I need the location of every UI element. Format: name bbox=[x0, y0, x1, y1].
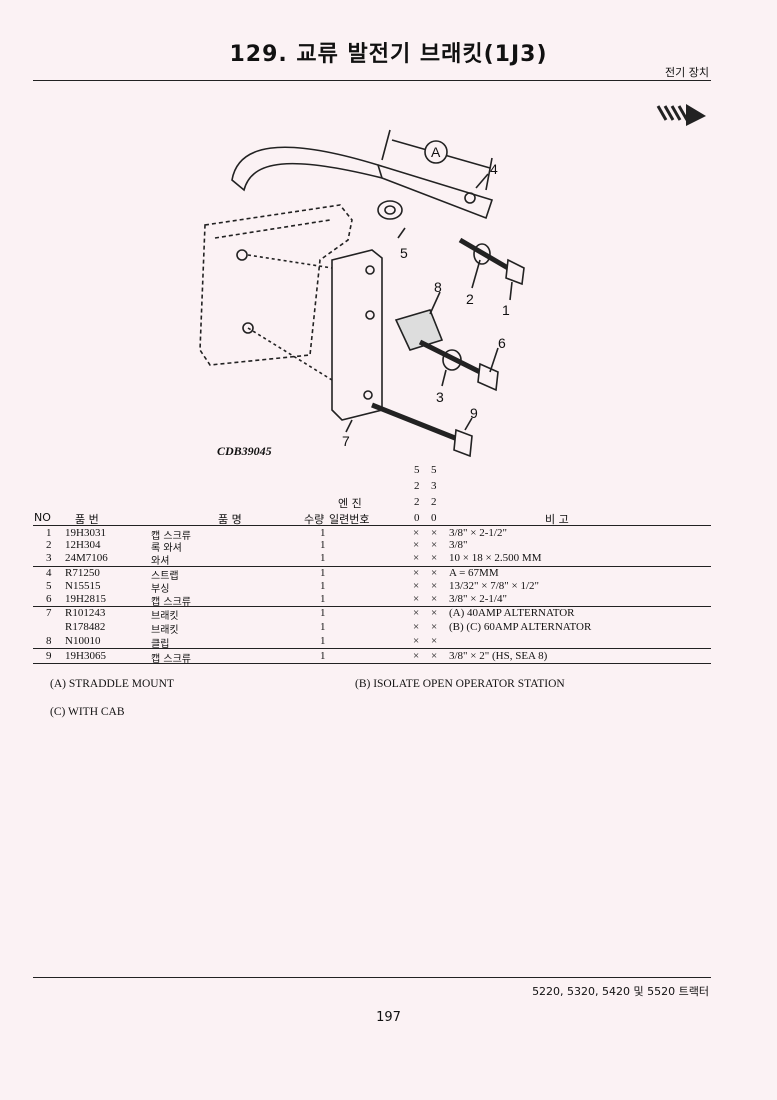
table-header-rule bbox=[33, 525, 711, 526]
callout-2: 2 bbox=[466, 291, 474, 307]
model-b-digit: 3 bbox=[431, 480, 437, 492]
model-b-digit: 0 bbox=[431, 512, 437, 524]
model-a-digit: 0 bbox=[414, 512, 420, 524]
model-b-digit: 5 bbox=[431, 464, 437, 476]
model-a-digit: 5 bbox=[414, 464, 420, 476]
row-group-rule bbox=[33, 566, 711, 567]
footer-rule bbox=[33, 977, 711, 978]
model-a-digit: 2 bbox=[414, 496, 420, 508]
callout-7: 7 bbox=[342, 433, 350, 449]
model-b-digit: 2 bbox=[431, 496, 437, 508]
model-a-digit: 2 bbox=[414, 480, 420, 492]
col-header-no: NO bbox=[34, 511, 51, 524]
note-c: (C) WITH CAB bbox=[50, 706, 125, 718]
dimension-a-label: A bbox=[431, 144, 441, 160]
figure-id: CDB39045 bbox=[217, 444, 272, 458]
callout-1: 1 bbox=[502, 302, 510, 318]
col-header-name: 품 명 bbox=[218, 513, 242, 526]
col-header-remarks: 비 고 bbox=[545, 513, 569, 526]
note-a: (A) STRADDLE MOUNT bbox=[50, 678, 174, 690]
callout-9: 9 bbox=[470, 405, 478, 421]
page-title: 129. 교류 발전기 브래킷(1J3) bbox=[229, 42, 548, 67]
table-bottom-rule bbox=[33, 663, 711, 664]
section-label: 전기 장치 bbox=[665, 66, 709, 79]
page-number: 197 bbox=[376, 1010, 401, 1025]
callout-4: 4 bbox=[490, 161, 498, 177]
parts-diagram: A 1 2 3 4 5 6 7 8 9 bbox=[199, 129, 525, 458]
direction-arrow-icon bbox=[656, 104, 706, 126]
row-group-rule bbox=[33, 606, 711, 607]
note-b: (B) ISOLATE OPEN OPERATOR STATION bbox=[355, 678, 565, 690]
top-rule bbox=[33, 80, 711, 81]
callout-6: 6 bbox=[498, 335, 506, 351]
callout-3: 3 bbox=[436, 389, 444, 405]
col-header-qty: 수량 bbox=[304, 513, 325, 526]
col-header-engine: 엔 진 bbox=[338, 497, 362, 510]
col-header-serial: 일련번호 bbox=[329, 513, 370, 526]
footer-models: 5220, 5320, 5420 및 5520 트랙터 bbox=[532, 985, 709, 998]
col-header-part-no: 품 번 bbox=[75, 513, 99, 526]
row-group-rule bbox=[33, 648, 711, 649]
callout-8: 8 bbox=[434, 279, 442, 295]
dimension-a-marker bbox=[424, 140, 448, 164]
callout-5: 5 bbox=[400, 245, 408, 261]
